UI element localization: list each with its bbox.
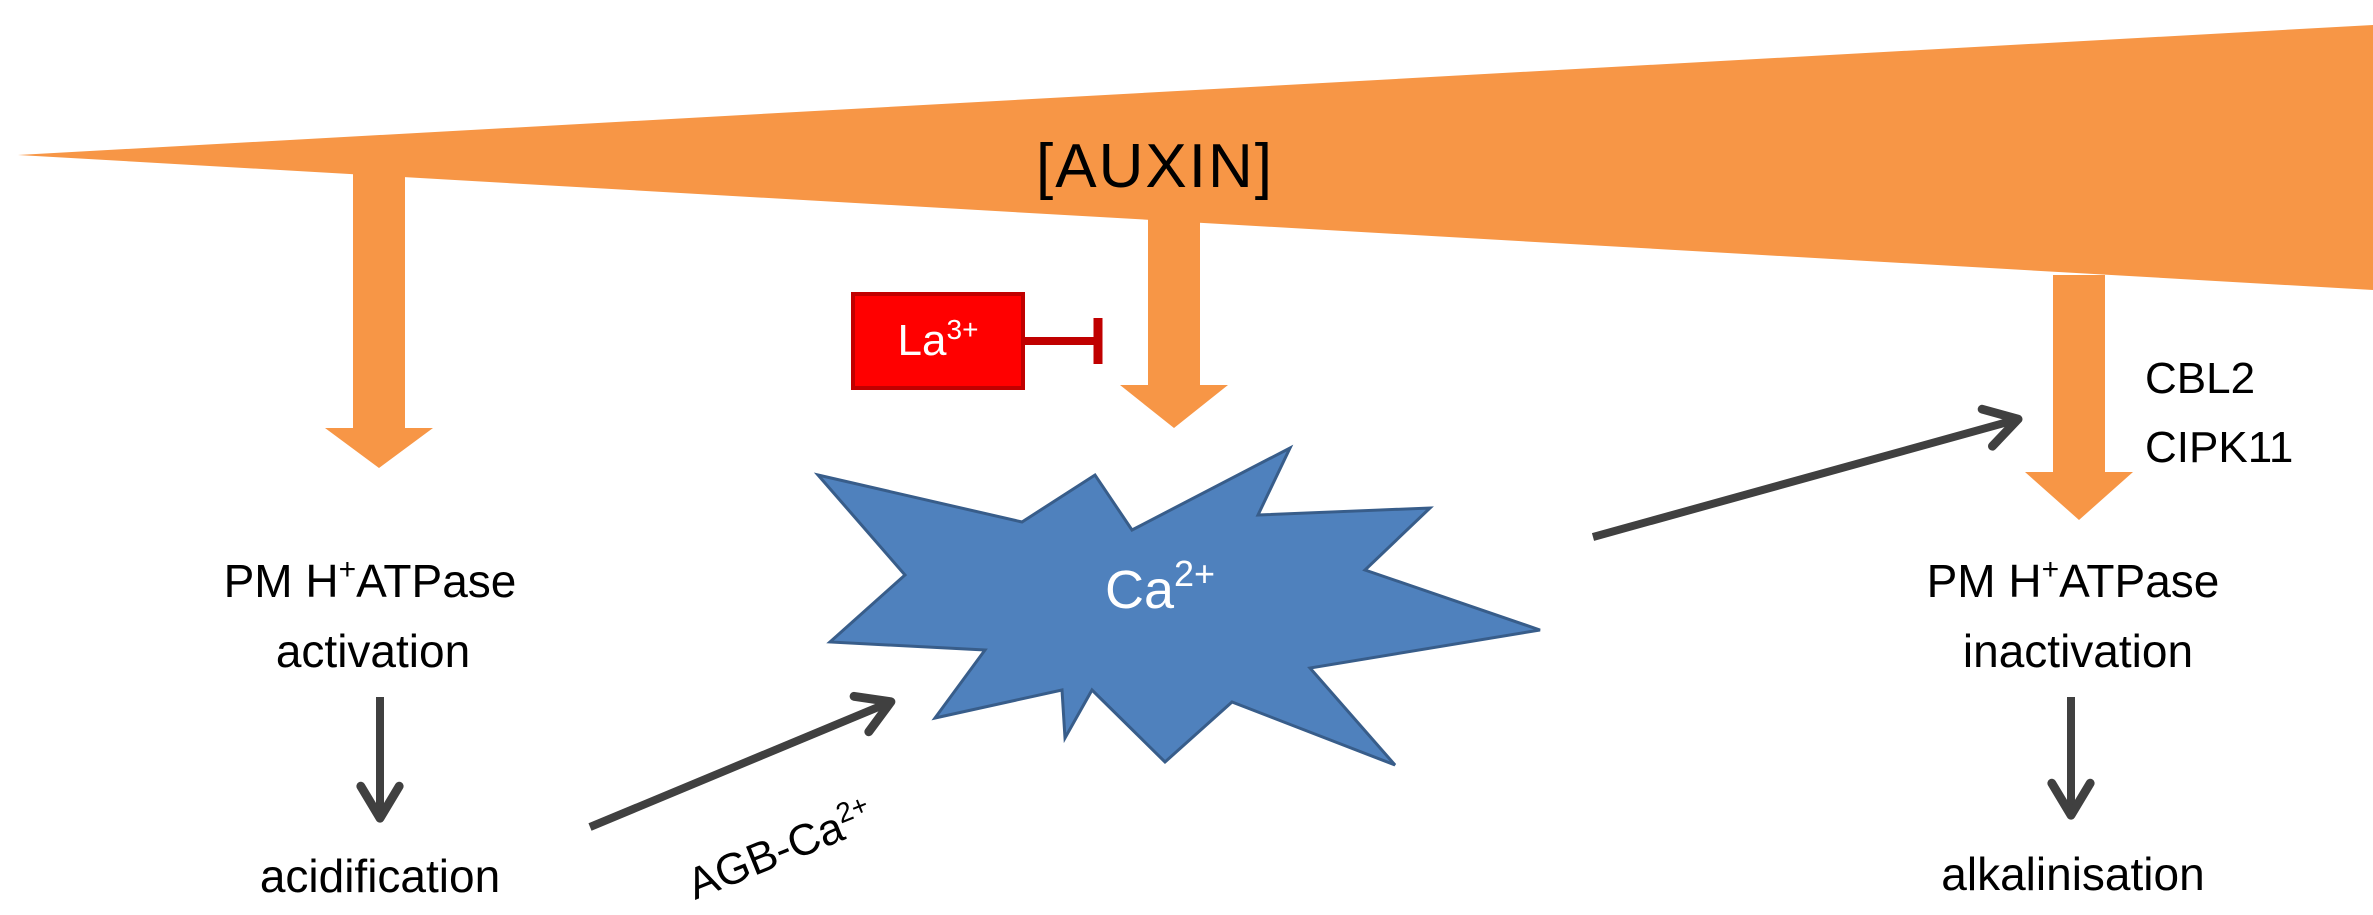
left-atpase-prefix: PM H	[224, 555, 339, 607]
left-atpase-superscript: +	[339, 553, 357, 586]
auxin-arrow-middle	[1120, 215, 1228, 428]
la-inhibitor-label: La3+	[898, 314, 979, 365]
agb-label: AGB-Ca2+	[680, 789, 881, 910]
la-inhibitor-base: La	[898, 316, 947, 365]
calcium-starburst	[813, 444, 1541, 767]
calcium-label: Ca2+	[1105, 553, 1215, 620]
right-atpase-prefix: PM H	[1927, 555, 2042, 607]
right-result-label: alkalinisation	[1941, 848, 2204, 900]
right-atpase-line1: PM H+ATPase	[1927, 553, 2220, 607]
right-atpase-superscript: +	[2042, 553, 2060, 586]
right-atpase-line2: inactivation	[1963, 625, 2193, 677]
left-atpase-line2: activation	[276, 625, 470, 677]
calcium-base: Ca	[1105, 560, 1175, 620]
calcium-superscript: 2+	[1174, 553, 1215, 594]
agb-base: AGB-Ca	[680, 802, 851, 909]
auxin-arrow-left	[325, 170, 433, 468]
auxin-arrow-right	[2025, 275, 2133, 520]
regulator-cbl2: CBL2	[2145, 354, 2255, 403]
right-atpase-suffix: ATPase	[2059, 555, 2219, 607]
calcium-to-inactivation-arrow	[1591, 404, 2023, 541]
auxin-label: [AUXIN]	[1036, 132, 1274, 201]
left-atpase-line1: PM H+ATPase	[224, 553, 517, 607]
auxin-gradient-wedge	[18, 25, 2373, 290]
regulator-cipk11: CIPK11	[2145, 423, 2293, 472]
agb-arrow	[588, 691, 896, 831]
la-inhibitor: La3+	[851, 292, 1103, 390]
left-result-label: acidification	[260, 850, 500, 902]
left-atpase-suffix: ATPase	[356, 555, 516, 607]
la-inhibitor-superscript: 3+	[947, 314, 979, 345]
